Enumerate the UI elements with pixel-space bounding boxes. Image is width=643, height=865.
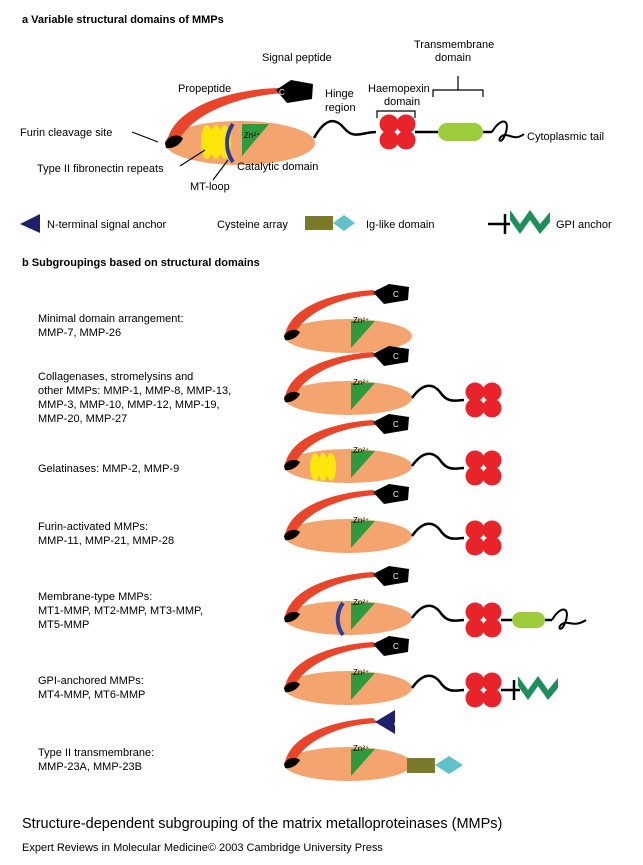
group-3-line-1: Gelatinases: MMP-2, MMP-9 xyxy=(38,463,179,475)
label-propeptide: Propeptide xyxy=(178,83,231,95)
label-transmembrane-2: domain xyxy=(435,52,471,64)
group-2-line-1: Collagenases, stromelysins and xyxy=(38,371,193,383)
label-signal-peptide: Signal peptide xyxy=(262,52,332,64)
c-label-g4: C xyxy=(393,490,399,499)
zn-label-g6: Zn²⁺ xyxy=(353,668,369,677)
group-2-line-2: other MMPs: MMP-1, MMP-8, MMP-13, xyxy=(38,385,231,397)
group-5-line-1: Membrane-type MMPs: xyxy=(38,591,152,603)
c-label-g1: C xyxy=(393,290,399,299)
c-label-g7: C xyxy=(394,720,400,729)
c-label-main: C xyxy=(279,88,285,97)
group-1-line-2: MMP-7, MMP-26 xyxy=(38,327,121,339)
zn-label-g2: Zn²⁺ xyxy=(353,378,369,387)
c-label-g3: C xyxy=(393,420,399,429)
zn-label-g4: Zn²⁺ xyxy=(353,516,369,525)
label-hinge-2: region xyxy=(325,102,356,114)
label-catalytic: Catalytic domain xyxy=(237,161,318,173)
zn-label-g1: Zn²⁺ xyxy=(353,316,369,325)
group-7-line-2: MMP-23A, MMP-23B xyxy=(38,761,142,773)
group-6-line-2: MT4-MMP, MT6-MMP xyxy=(38,689,145,701)
label-hinge-1: Hinge xyxy=(325,88,354,100)
group-2-line-4: MMP-20, MMP-27 xyxy=(38,413,127,425)
signal-anchor-icon xyxy=(20,214,40,233)
group-4-line-2: MMP-11, MMP-21, MMP-28 xyxy=(38,535,174,547)
label-furin-cleavage: Furin cleavage site xyxy=(20,127,112,139)
figure-credit: Expert Reviews in Molecular Medicine© 20… xyxy=(22,842,383,854)
gpi-anchor-icon xyxy=(510,210,550,234)
label-fibronectin: Type II fibronectin repeats xyxy=(37,163,164,175)
legend-gpi-anchor: GPI anchor xyxy=(556,219,612,231)
panel-b-heading: b Subgroupings based on structural domai… xyxy=(22,257,260,269)
c-label-g2: C xyxy=(393,352,399,361)
group-5-line-2: MT1-MMP, MT2-MMP, MT3-MMP, xyxy=(38,605,203,617)
c-label-g5: C xyxy=(393,572,399,581)
legend: N-terminal signal anchor Cysteine array … xyxy=(20,210,612,234)
group-1-line-1: Minimal domain arrangement: xyxy=(38,313,184,325)
zn-label-g3: Zn²⁺ xyxy=(353,446,369,455)
panel-a-heading: a Variable structural domains of MMPs xyxy=(22,14,224,26)
group-4-line-1: Furin-activated MMPs: xyxy=(38,521,148,533)
legend-ig-like: Ig-like domain xyxy=(366,219,434,231)
label-mt-loop: MT-loop xyxy=(190,181,230,193)
group-membrane-type: Membrane-type MMPs: MT1-MMP, MT2-MMP, MT… xyxy=(38,566,586,638)
label-cytoplasmic-tail: Cytoplasmic tail xyxy=(527,131,604,143)
ig-like-icon xyxy=(333,215,355,231)
figure-caption: Structure-dependent subgrouping of the m… xyxy=(22,816,502,832)
c-label-g6: C xyxy=(393,642,399,651)
group-5-line-3: MT5-MMP xyxy=(38,619,89,631)
group-7-line-1: Type II transmembrane: xyxy=(38,747,154,759)
group-2-line-3: MMP-3, MMP-10, MMP-12, MMP-19, xyxy=(38,399,220,411)
legend-signal-anchor: N-terminal signal anchor xyxy=(47,219,167,231)
legend-cysteine-array: Cysteine array xyxy=(217,219,288,231)
label-transmembrane-1: Transmembrane xyxy=(414,39,494,51)
cysteine-array-icon xyxy=(305,216,333,230)
zn-label-g5: Zn²⁺ xyxy=(353,598,369,607)
label-haemopexin-2: domain xyxy=(384,96,420,108)
group-furin-activated: Furin-activated MMPs: MMP-11, MMP-21, MM… xyxy=(38,484,502,556)
zn-label-g7: Zn²⁺ xyxy=(353,744,369,753)
group-gpi-anchored: GPI-anchored MMPs: MT4-MMP, MT6-MMP xyxy=(38,636,558,708)
label-haemopexin-1: Haemopexin xyxy=(368,83,430,95)
zn-label-main: Zn²⁺ xyxy=(244,131,260,140)
group-collagenases: Collagenases, stromelysins and other MMP… xyxy=(38,346,502,425)
group-6-line-1: GPI-anchored MMPs: xyxy=(38,675,144,687)
